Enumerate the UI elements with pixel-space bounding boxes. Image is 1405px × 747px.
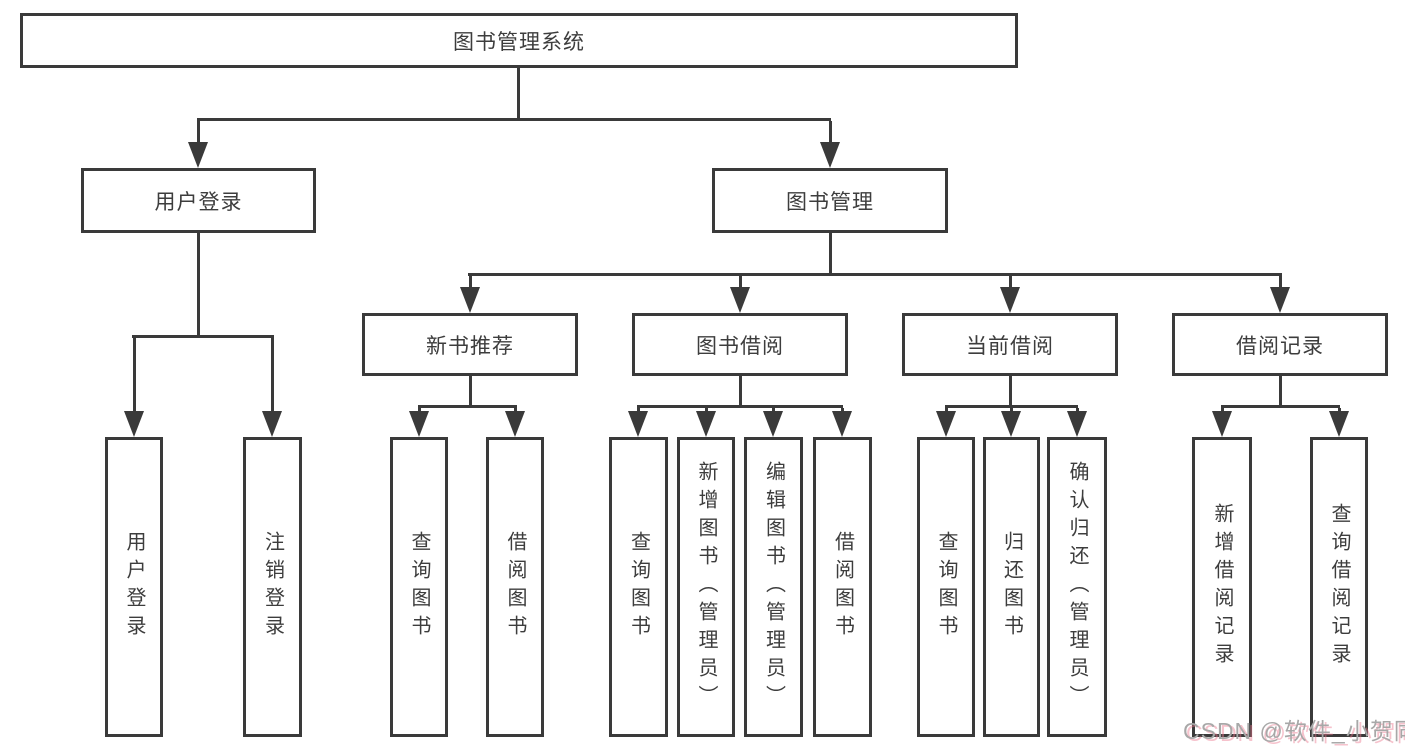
node-book-borrowing: 图书借阅 [632, 313, 848, 376]
connector-line [1221, 405, 1340, 408]
leaf-add-borrow-record: 新增借阅记录 [1192, 437, 1252, 737]
connector-line [739, 276, 742, 290]
arrowhead-icon [409, 411, 429, 437]
connector-line [197, 233, 200, 335]
connector-line [1009, 276, 1012, 290]
leaf-user-login: 用户登录 [105, 437, 163, 737]
leaf-borrowing-borrow-books: 借阅图书 [813, 437, 872, 737]
leaf-current-query-books: 查询图书 [917, 437, 975, 737]
leaf-recommend-query-books: 查询图书 [390, 437, 448, 737]
arrowhead-icon [505, 411, 525, 437]
arrowhead-icon [820, 142, 840, 168]
arrowhead-icon [696, 411, 716, 437]
connector-line [945, 405, 1078, 408]
arrowhead-icon [188, 142, 208, 168]
arrowhead-icon [1212, 411, 1232, 437]
arrowhead-icon [1000, 287, 1020, 313]
leaf-borrowing-query-books: 查询图书 [609, 437, 668, 737]
node-borrowing-records: 借阅记录 [1172, 313, 1388, 376]
node-library-system: 图书管理系统 [20, 13, 1018, 68]
leaf-confirm-return-admin: 确认归还（管理员） [1047, 437, 1107, 737]
leaf-edit-books-admin: 编辑图书（管理员） [744, 437, 803, 737]
arrowhead-icon [1270, 287, 1290, 313]
connector-line [1279, 276, 1282, 290]
leaf-add-books-admin: 新增图书（管理员） [677, 437, 735, 737]
leaf-query-borrow-record: 查询借阅记录 [1310, 437, 1368, 737]
node-user-login: 用户登录 [81, 168, 316, 233]
connector-line [1009, 376, 1012, 408]
csdn-watermark: CSDN @软件_小贺同学 [1183, 718, 1405, 744]
arrowhead-icon [1001, 411, 1021, 437]
arrowhead-icon [730, 287, 750, 313]
arrowhead-icon [763, 411, 783, 437]
arrowhead-icon [936, 411, 956, 437]
connector-line [468, 273, 1282, 276]
connector-line [469, 276, 472, 290]
connector-line [637, 405, 843, 408]
connector-line [418, 405, 517, 408]
leaf-logout: 注销登录 [243, 437, 302, 737]
connector-line [1279, 376, 1282, 408]
connector-line [739, 376, 742, 408]
arrowhead-icon [124, 411, 144, 437]
node-book-management: 图书管理 [712, 168, 948, 233]
arrowhead-icon [832, 411, 852, 437]
connector-line [829, 233, 832, 273]
connector-line [133, 338, 136, 413]
connector-line [132, 335, 274, 338]
arrowhead-icon [262, 411, 282, 437]
connector-line [197, 121, 200, 145]
connector-line [829, 121, 832, 145]
arrowhead-icon [1329, 411, 1349, 437]
node-current-borrowing: 当前借阅 [902, 313, 1118, 376]
connector-line [271, 338, 274, 413]
connector-line [469, 376, 472, 408]
arrowhead-icon [460, 287, 480, 313]
leaf-recommend-borrow-books: 借阅图书 [486, 437, 544, 737]
arrowhead-icon [1067, 411, 1087, 437]
node-new-book-recommend: 新书推荐 [362, 313, 578, 376]
arrowhead-icon [628, 411, 648, 437]
leaf-return-books: 归还图书 [983, 437, 1040, 737]
connector-line [517, 68, 520, 118]
connector-line [197, 118, 831, 121]
